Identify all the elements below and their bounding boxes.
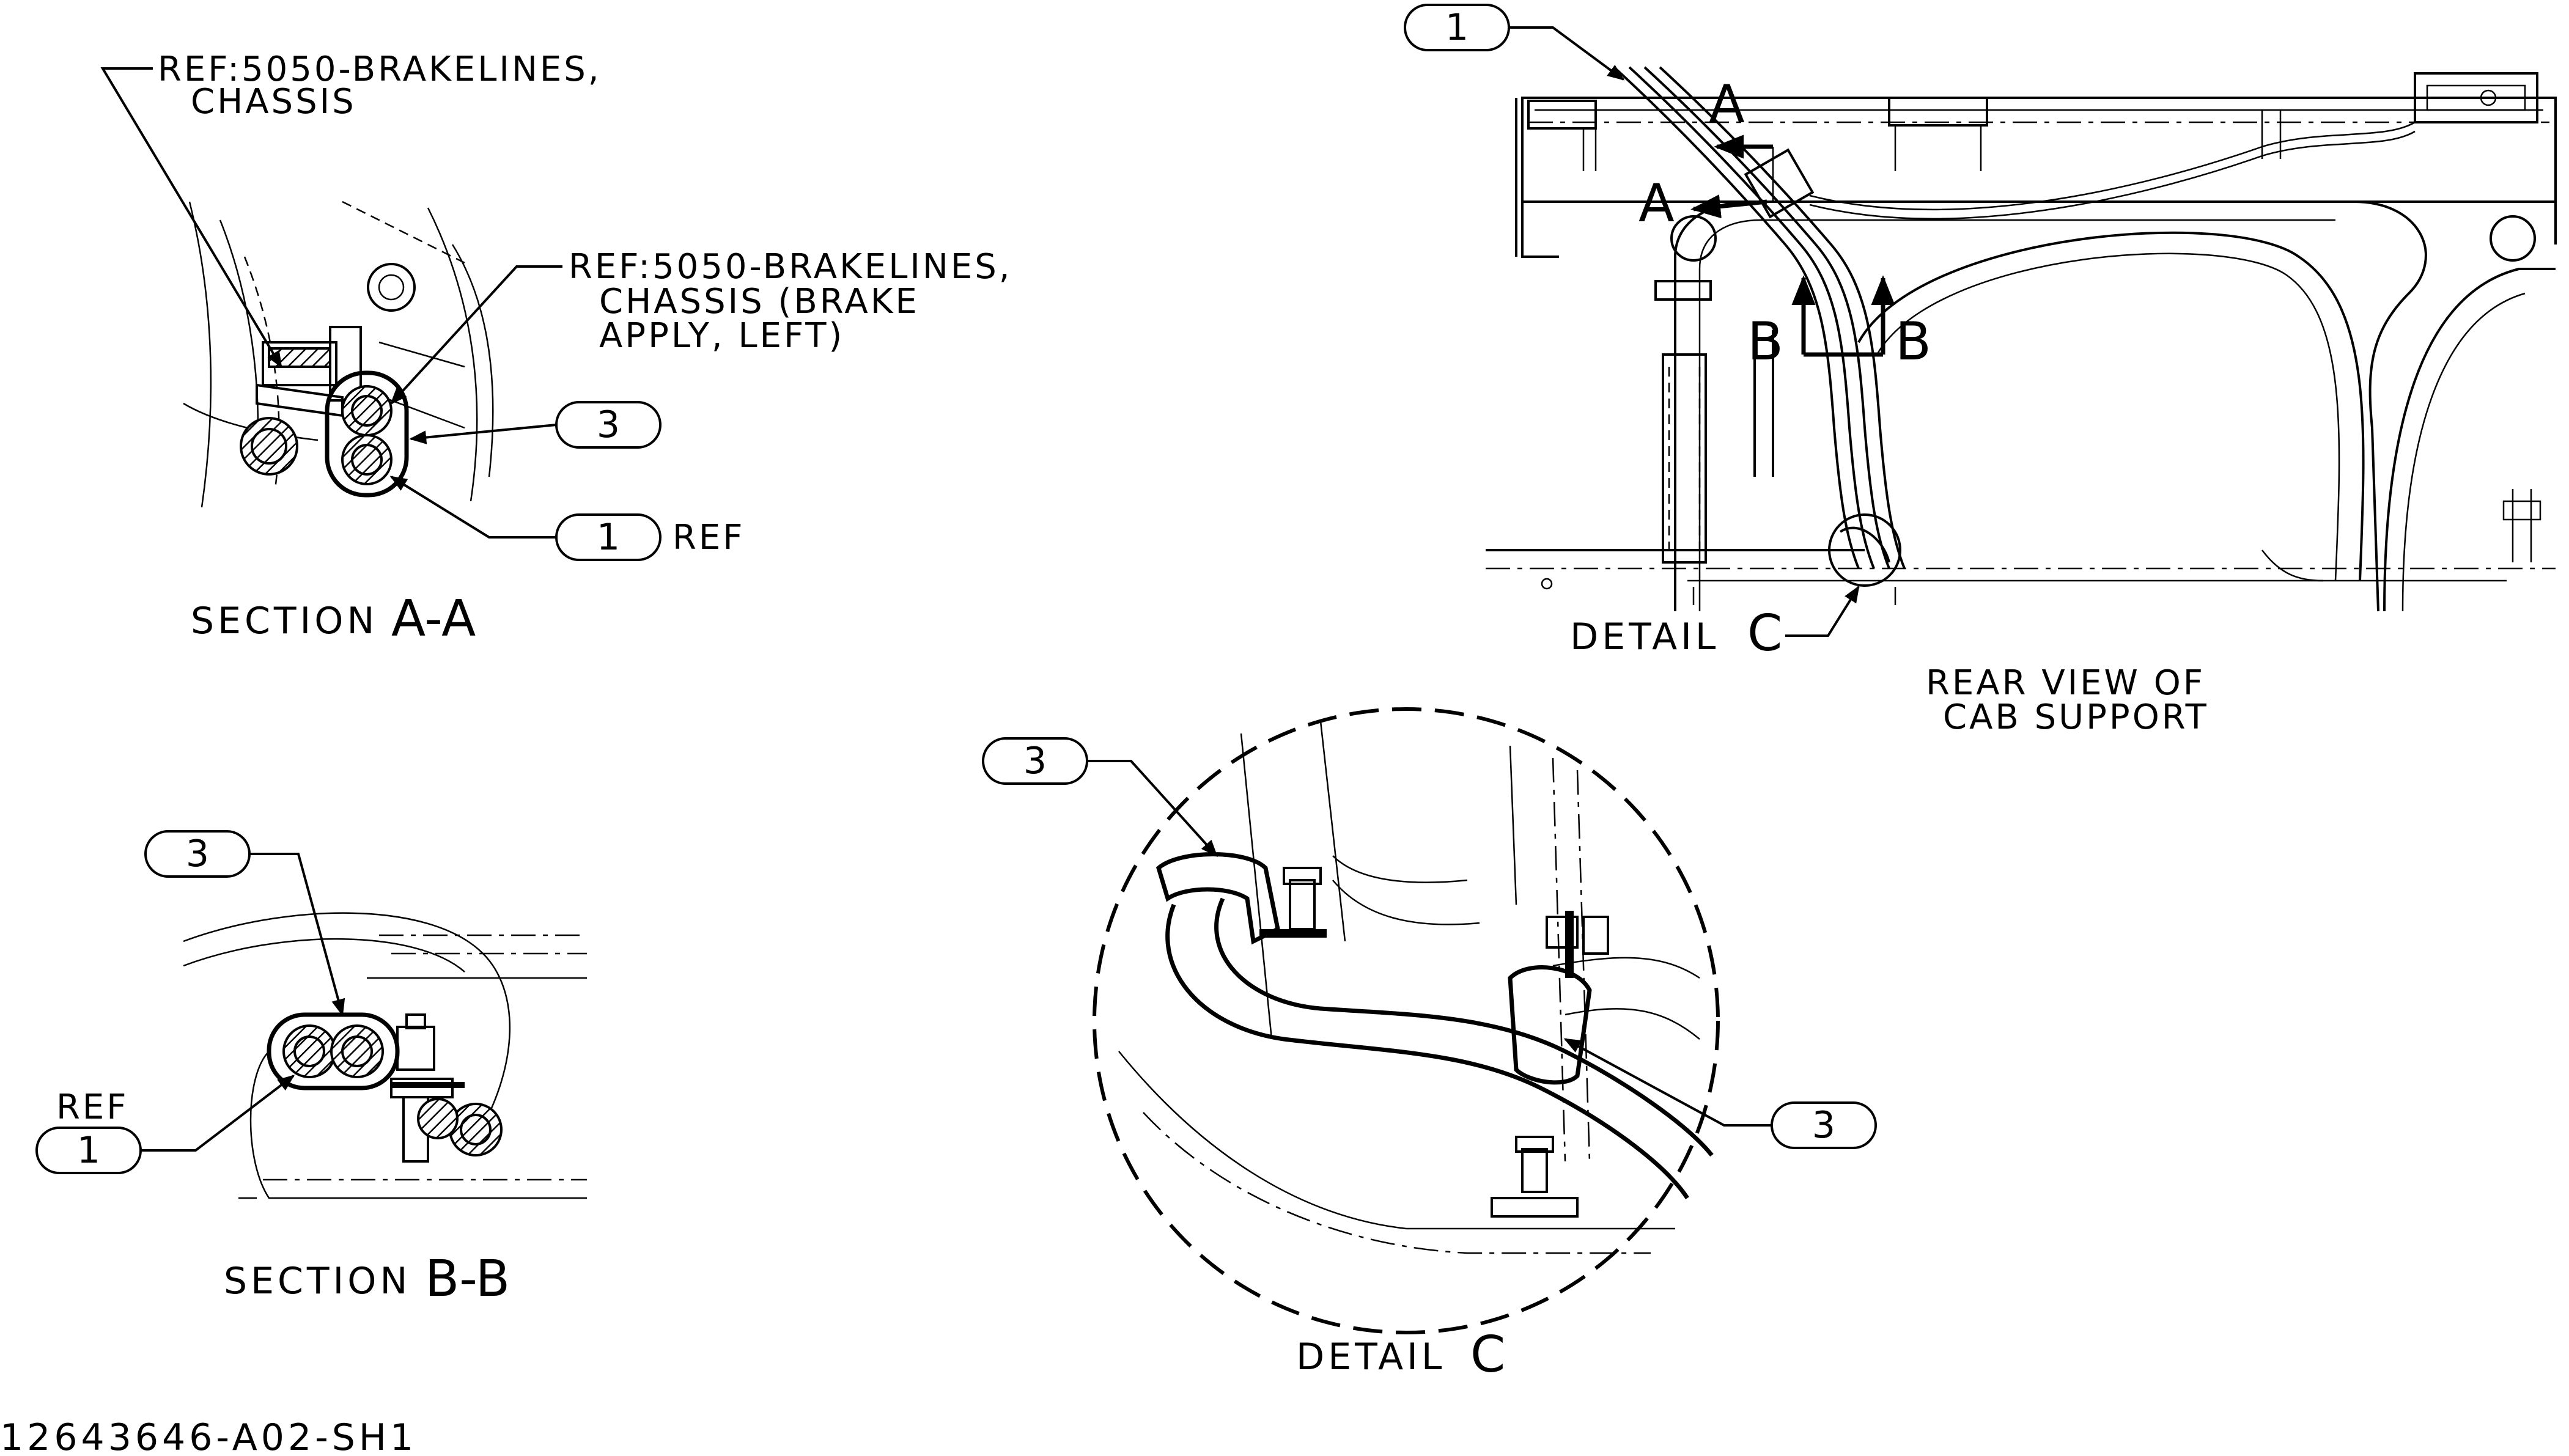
detail-c-callout-word: DETAIL [1570, 616, 1719, 658]
clip-item-3-detail-top [1155, 852, 1280, 945]
detail-c-boundary [1093, 707, 1720, 1334]
detail-c-title-letter: C [1470, 1326, 1505, 1384]
brake-tube-upper [341, 385, 393, 436]
svg-text:1: 1 [1445, 6, 1469, 49]
ref-brakelines-brake-apply-left-2: CHASSIS (BRAKE [599, 282, 920, 322]
detail-c-marker [1828, 513, 1901, 587]
detail-c-title-word: DETAIL [1296, 1336, 1445, 1378]
ref-brakelines-chassis-top-2: CHASSIS [191, 82, 356, 122]
ref-brakelines-chassis-top: REF:5050-BRAKELINES, [158, 50, 602, 89]
svg-text:1: 1 [597, 516, 620, 559]
cut-a-label-left: A [1638, 173, 1677, 234]
brake-tube-detail [1165, 903, 1689, 1199]
section-a-a-title: SECTION [191, 600, 378, 642]
brake-tube-lower [341, 434, 393, 485]
svg-text:3: 3 [597, 403, 620, 446]
ref-brakelines-brake-apply-left: REF:5050-BRAKELINES, [569, 247, 1012, 287]
brake-tube-left [240, 417, 298, 476]
drawing-number: 12643646-A02-SH1 [0, 1416, 417, 1456]
clip-item-3 [325, 370, 409, 498]
section-b-b-ref: REF [56, 1087, 129, 1127]
section-b-b-title: SECTION [224, 1260, 411, 1303]
clip-item-3-detail-right [1508, 965, 1592, 1085]
svg-text:3: 3 [186, 833, 209, 875]
svg-text:3: 3 [1812, 1104, 1835, 1147]
cut-a-label-top: A [1709, 74, 1747, 135]
leader-ref-mid [390, 265, 562, 405]
rear-view-caption-2: CAB SUPPORT [1943, 697, 2209, 737]
section-b-b-letters: B-B [425, 1250, 510, 1308]
rear-view-caption-1: REAR VIEW OF [1926, 663, 2205, 703]
ref-brakelines-brake-apply-left-3: APPLY, LEFT) [599, 316, 844, 356]
section-a-a-letters: A-A [391, 590, 476, 648]
detail-c-callout-letter: C [1747, 605, 1782, 663]
svg-text:1: 1 [77, 1129, 100, 1172]
rear-view-cab-support: 1 A A B B DETAIL C REAR VIEW OF CAB SUPP… [1404, 4, 2557, 737]
cut-b-label-right: B [1895, 311, 1934, 372]
detail-c-view: 3 3 DETAIL C [982, 707, 1877, 1384]
cut-b-label-left: B [1747, 311, 1786, 372]
section-b-b-view: 3 REF 1 SECTION B-B [35, 830, 587, 1308]
balloon-1-ref-label: REF [673, 518, 745, 557]
svg-text:3: 3 [1023, 740, 1047, 782]
section-a-a-view: REF:5050-BRAKELINES, CHASSIS REF:5050-BR… [100, 50, 1012, 648]
leader-ref-top [100, 67, 282, 369]
